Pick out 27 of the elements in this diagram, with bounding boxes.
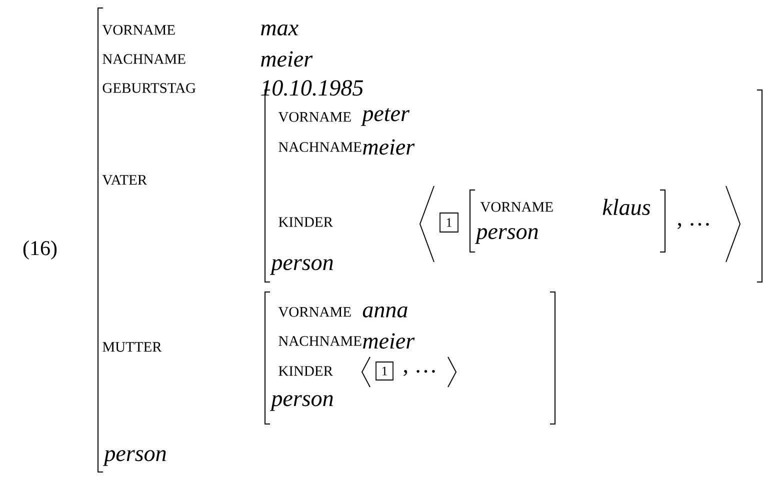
attribute-name: VORNAME <box>102 25 175 35</box>
attribute-value: 10.10.1985 <box>261 80 364 96</box>
tag-box: 1 <box>376 362 394 380</box>
attribute-name: VORNAME <box>480 202 553 212</box>
attribute-name: GEBURTSTAG <box>102 83 196 93</box>
attribute-value: person <box>270 395 333 411</box>
attribute-name: KINDER <box>278 217 333 227</box>
attribute-name: VORNAME <box>278 112 351 122</box>
example-number: (16) <box>23 240 57 260</box>
tag-box: 1 <box>440 212 458 232</box>
attribute-name: NACHNAME <box>102 54 186 64</box>
attribute-value: meier <box>261 51 313 67</box>
attribute-value: max <box>261 24 298 36</box>
attribute-name: NACHNAME <box>278 142 362 152</box>
attribute-value: person <box>102 450 166 466</box>
attribute-value: anna <box>362 306 408 318</box>
attribute-value: meier <box>363 139 415 155</box>
attribute-name: NACHNAME <box>278 336 362 346</box>
attribute-name: KINDER <box>278 366 333 376</box>
attribute-value: klaus <box>602 198 650 216</box>
attribute-name: MUTTER <box>102 342 162 352</box>
attribute-value: peter <box>360 108 410 126</box>
attribute-value: person <box>474 228 538 244</box>
attribute-name: VATER <box>102 175 148 185</box>
attribute-value: person <box>270 259 333 275</box>
attribute-value: meier <box>363 333 415 349</box>
attribute-name: VORNAME <box>278 307 351 317</box>
